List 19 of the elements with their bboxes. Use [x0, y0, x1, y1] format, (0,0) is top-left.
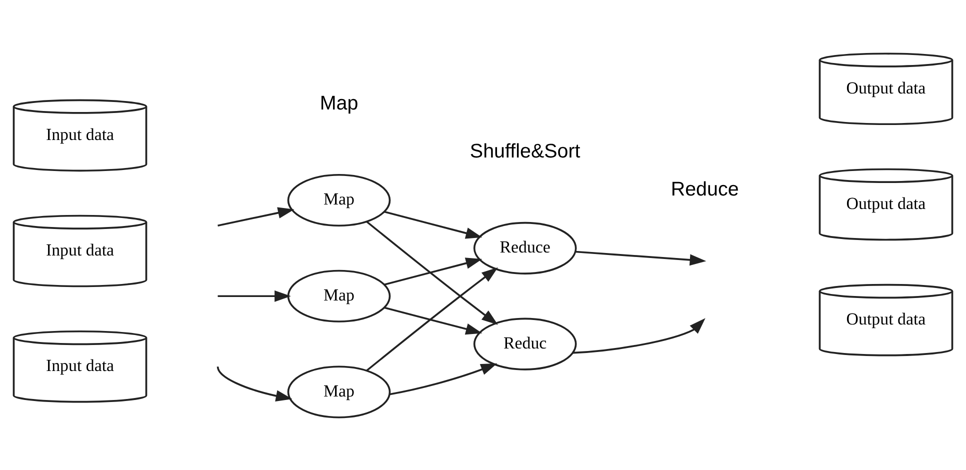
arrow: [384, 257, 482, 286]
node-ellipse: Reduce: [473, 221, 577, 274]
arrow: [218, 206, 294, 226]
label: Reduce: [670, 178, 739, 200]
arrow: [366, 266, 498, 371]
arrow: [216, 366, 292, 402]
arrow: [366, 220, 498, 324]
arrow: [576, 250, 706, 266]
node-ellipse: Map: [287, 269, 391, 322]
arrow: [218, 290, 291, 302]
label: Shuffle&Sort: [470, 140, 580, 162]
arrow: [390, 362, 498, 395]
node-ellipse: Map: [287, 173, 391, 226]
arrow: [384, 210, 482, 238]
label: Map: [320, 92, 358, 114]
node-ellipse: Reduc: [473, 317, 577, 370]
arrow: [384, 306, 482, 334]
arrow: [572, 318, 706, 354]
node-ellipse: Map: [287, 365, 391, 418]
